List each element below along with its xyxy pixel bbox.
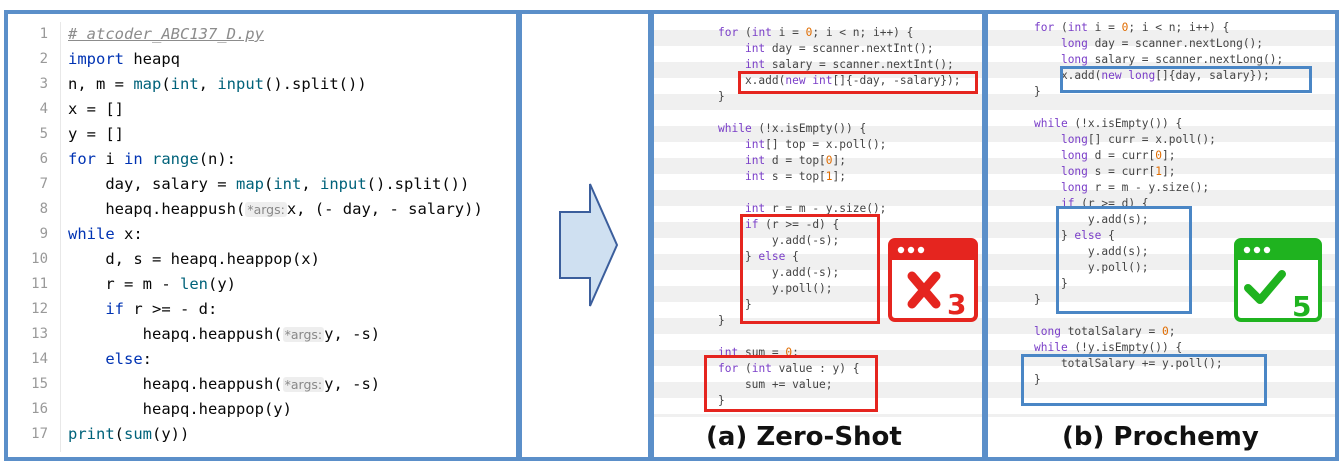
prochemy-panel: for (int i = 0; i < n; i++) { long day =…: [984, 10, 1339, 461]
gutter-divider: [60, 22, 61, 452]
line-number: 12: [31, 301, 48, 317]
line-number: 13: [31, 326, 48, 342]
line-number: 17: [31, 426, 48, 442]
code-text: while x:: [68, 225, 143, 243]
code-text: # atcoder_ABC137_D.py: [68, 25, 264, 43]
code-stripes: [988, 14, 1335, 417]
line-number: 16: [31, 401, 48, 417]
code-text: heapq.heappop(y): [68, 400, 292, 418]
code-text: import heapq: [68, 50, 180, 68]
zero-shot-caption: (a) Zero-Shot: [706, 422, 902, 452]
code-text: if r >= - d:: [105, 300, 218, 318]
arrow-panel: [518, 10, 652, 461]
code-text: for i in range(n):: [68, 150, 237, 168]
success-window-icon: [1234, 238, 1322, 322]
error-window-icon: [888, 238, 978, 322]
code-text: n, m = map(int, input().split()): [68, 75, 367, 93]
code-text: print(sum(y)): [68, 425, 190, 443]
line-number: 9: [39, 226, 48, 242]
prochemy-caption: (b) Prochemy: [1062, 422, 1259, 452]
code-text: d, s = heapq.heappop(x): [68, 250, 320, 268]
code-text: heapq.heappush(*args:y, -s): [68, 375, 381, 393]
code-text: heapq.heappush(*args:x, (- day, - salary…: [68, 200, 483, 218]
fix-box-add: [1060, 66, 1312, 93]
right-arrow-icon: [559, 183, 619, 307]
error-box-sum-loop: [704, 355, 878, 412]
code-text: heapq.heappush(*args:y, -s): [68, 325, 381, 343]
line-number: 4: [39, 101, 48, 117]
code-text: y = []: [68, 125, 124, 143]
prochemy-java-code: for (int i = 0; i < n; i++) { long day =…: [1034, 21, 1284, 386]
python-code-panel: 1 # atcoder_ABC137_D.py 2 import heapq 3 n, m…: [4, 10, 520, 461]
zero-shot-java-code: for (int i = 0; i < n; i++) { int day = …: [718, 26, 961, 407]
fix-box-if-else: [1056, 206, 1192, 314]
line-number: 2: [39, 51, 48, 67]
line-number: 14: [31, 351, 48, 367]
line-number: 10: [31, 251, 48, 267]
line-number: 8: [39, 201, 48, 217]
code-text: else:: [105, 350, 152, 368]
line-number: 7: [39, 176, 48, 192]
code-text: day, salary = map(int, input().split()): [68, 175, 470, 193]
error-box-if-else: [740, 214, 880, 324]
fix-box-while-loop: [1021, 354, 1267, 406]
code-text: x = []: [68, 100, 124, 118]
line-number: 6: [39, 151, 48, 167]
line-number: 1: [39, 26, 48, 42]
code-text: r = m - len(y): [68, 275, 236, 293]
line-number: 3: [39, 76, 48, 92]
line-number: 15: [31, 376, 48, 392]
error-box-add: [738, 71, 978, 94]
zero-shot-panel: for (int i = 0; i < n; i++) { int day = …: [650, 10, 986, 461]
line-number: 5: [39, 126, 48, 142]
success-count-badge: 5: [1292, 290, 1312, 323]
line-number: 11: [31, 276, 48, 292]
error-count-badge: 3: [947, 288, 967, 321]
